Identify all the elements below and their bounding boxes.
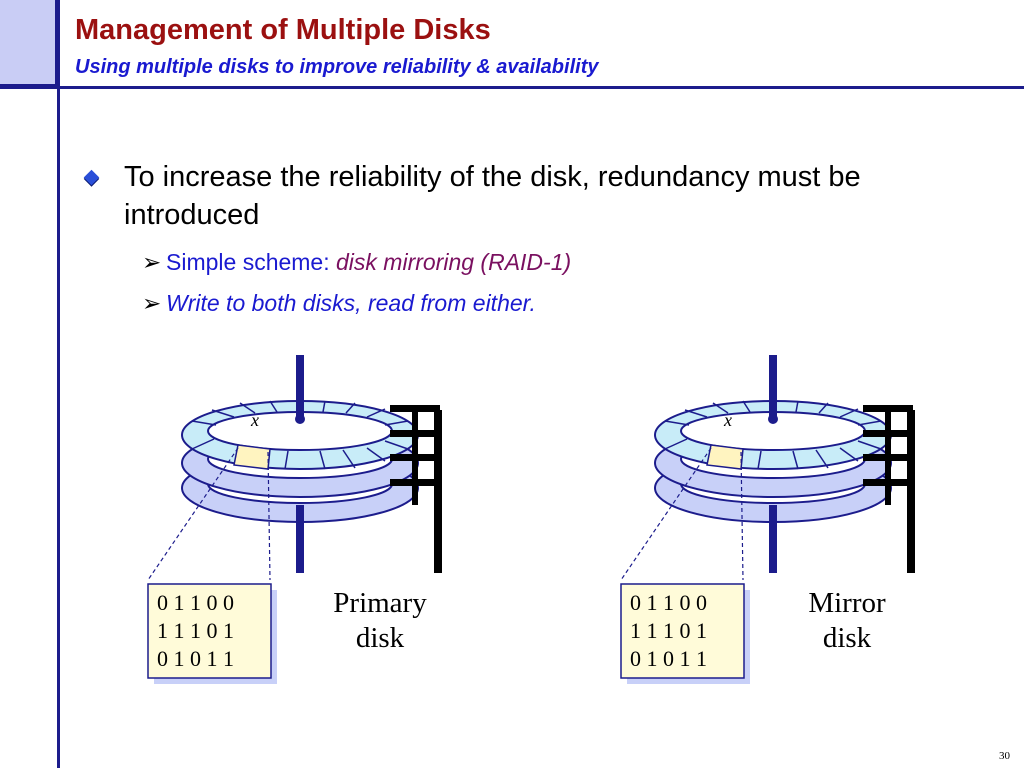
frame-vertical-line <box>57 0 60 768</box>
sub-bullet-1-prefix: Simple scheme: <box>166 249 337 275</box>
primary-bits-box <box>147 583 272 679</box>
mirror-bits-row-1: 0 1 1 0 0 <box>630 590 707 615</box>
sub-bullet-2: ➢Write to both disks, read from either. <box>142 290 536 317</box>
page-number: 30 <box>999 750 1010 762</box>
primary-sector-mark: x <box>250 410 259 430</box>
mirror-disk-drawing <box>654 354 916 574</box>
mirror-sector-mark: x <box>723 410 732 430</box>
main-bullet-text: To increase the reliability of the disk,… <box>124 161 861 231</box>
slide-title: Management of Multiple Disks <box>75 14 491 46</box>
primary-bits-row-1: 0 1 1 0 0 <box>157 590 234 615</box>
primary-bits-row-3: 0 1 0 1 1 <box>157 646 234 671</box>
mirror-disk-label-1: Mirror <box>808 587 886 619</box>
arrowhead-bullet-icon: ➢ <box>142 249 162 275</box>
primary-disk-label-1: Primary <box>333 587 427 619</box>
primary-zoom-line-right <box>267 451 271 581</box>
corner-decoration <box>0 0 57 86</box>
mirror-zoom-line-right <box>740 451 744 581</box>
sub-bullet-2-emphasis: Write to both disks, read from either. <box>166 290 536 316</box>
primary-bits-row-2: 1 1 1 0 1 <box>157 618 234 643</box>
sub-bullet-1-emphasis: disk mirroring (RAID-1) <box>336 249 572 275</box>
arrowhead-bullet-icon: ➢ <box>142 290 162 316</box>
mirror-bits-row-3: 0 1 0 1 1 <box>630 646 707 671</box>
mirror-bits-box <box>620 583 745 679</box>
sub-bullet-1: ➢Simple scheme: disk mirroring (RAID-1) <box>142 249 571 276</box>
primary-zoom-line-left <box>147 447 239 581</box>
primary-disk-drawing <box>181 354 443 574</box>
mirror-zoom-line-left <box>620 447 712 581</box>
slide-subtitle: Using multiple disks to improve reliabil… <box>75 56 599 78</box>
frame-horizontal-line <box>0 86 1024 89</box>
mirror-disk-label-2: disk <box>823 622 872 654</box>
mirror-bits-row-2: 1 1 1 0 1 <box>630 618 707 643</box>
primary-disk-label-2: disk <box>356 622 405 654</box>
